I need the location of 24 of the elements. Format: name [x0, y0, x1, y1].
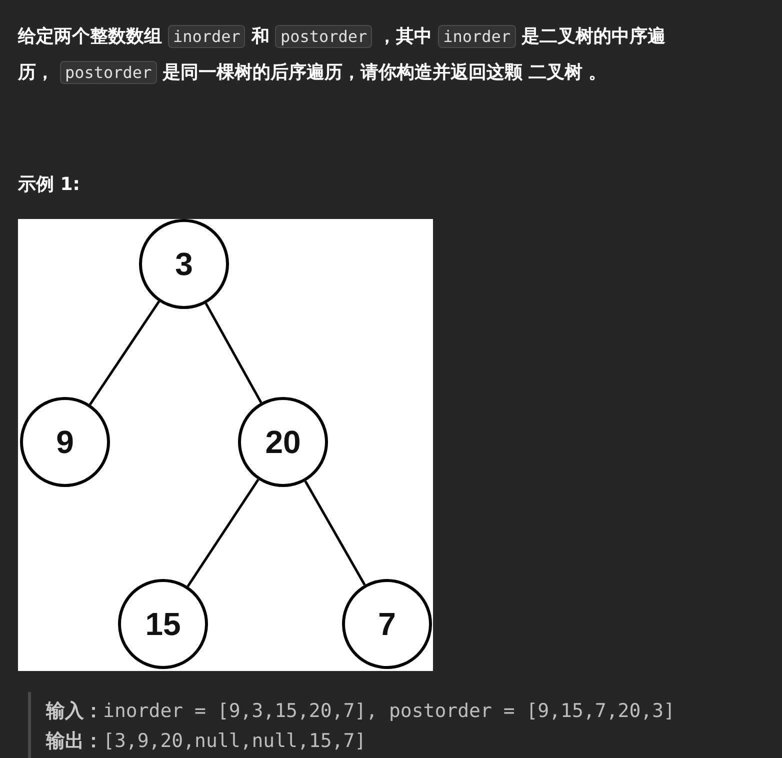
text: 是二叉树的中序遍: [522, 25, 666, 48]
input-text: 输入：inorder = [9,3,15,20,7], postorder = [9,15,7,20,3]: [46, 699, 675, 724]
inline-code: postorder: [60, 60, 157, 84]
inline-code: postorder: [275, 24, 372, 48]
text: ，其中: [378, 25, 432, 48]
tree-edge: [88, 300, 160, 406]
text: 给定两个整数数组: [18, 25, 162, 48]
tree-edge: [304, 480, 366, 586]
text: 。: [588, 61, 607, 84]
example-heading: 示例 1:: [18, 173, 80, 196]
node-value: 7: [378, 606, 396, 642]
inline-code: inorder: [438, 24, 516, 48]
node-value: 3: [175, 246, 193, 282]
text: 是同一棵树的后序遍历，请你构造并返回这颗: [162, 61, 523, 84]
node-value: 15: [145, 606, 181, 642]
node-value: 20: [265, 424, 301, 460]
node-value: 9: [56, 424, 74, 460]
text: 和: [251, 25, 270, 48]
text: 二叉树: [528, 61, 583, 84]
tree-edge: [186, 478, 260, 588]
tree-edge: [204, 302, 262, 404]
inline-code: inorder: [168, 24, 246, 48]
output-text: 输出：[3,9,20,null,null,15,7]: [46, 729, 366, 754]
text: 历，: [18, 61, 54, 84]
